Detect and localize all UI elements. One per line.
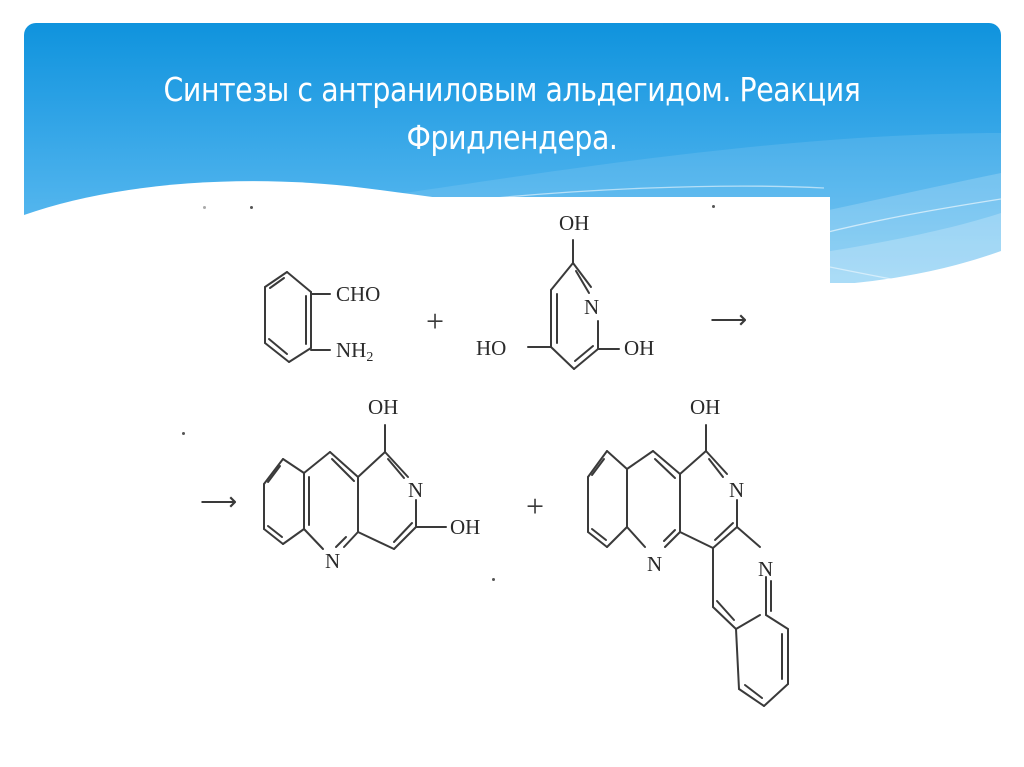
label-cho: CHO: [336, 282, 381, 306]
label-left-ho: HO: [476, 336, 507, 360]
scan-speck: [250, 206, 253, 209]
scan-speck: [492, 578, 495, 581]
scan-speck: [182, 432, 185, 435]
label-nh2-main: NH: [336, 338, 367, 362]
product1-label-ring-n-upper: N: [408, 478, 424, 502]
label-top-oh: OH: [559, 211, 590, 235]
plus-sign-1: +: [426, 303, 445, 339]
label-nh2: NH2: [336, 340, 373, 365]
scan-speck: [203, 206, 206, 209]
reaction-arrow-1: ⟶: [710, 305, 748, 334]
slide-title-line-1: Синтезы с антраниловым альдегидом. Реакц…: [163, 70, 861, 109]
pentacyclic-product-bonds: [587, 424, 789, 707]
product1-label-ring-n-bottom: N: [325, 549, 341, 573]
product2-label-ring-n-upper: N: [729, 478, 745, 502]
label-right-oh: OH: [624, 336, 655, 360]
benzene-ring-reactant: [264, 271, 331, 363]
product1-label-top-oh: OH: [368, 395, 399, 419]
pyridine-ring-reactant: [527, 239, 620, 370]
tricyclic-product-bonds: [263, 424, 447, 550]
reaction-arrow-2: ⟶: [200, 487, 238, 516]
product2-label-top-oh: OH: [690, 395, 721, 419]
reaction-scheme-image: CHO NH2 + OH N HO OH ⟶ ⟶ OH N OH N + OH …: [170, 197, 830, 767]
reaction-scheme-bonds: [263, 239, 789, 707]
label-ring-n: N: [584, 295, 600, 319]
product1-label-right-oh: OH: [450, 515, 481, 539]
product2-label-ring-n-right: N: [758, 557, 774, 581]
label-nh2-subscript: 2: [366, 350, 374, 365]
slide-title-line-2: Фридлендера.: [406, 118, 618, 157]
product2-label-ring-n-bottom-left: N: [647, 552, 663, 576]
scan-speck: [712, 205, 715, 208]
plus-sign-2: +: [526, 488, 545, 524]
slide-title: Синтезы с антраниловым альдегидом. Реакц…: [123, 66, 900, 162]
